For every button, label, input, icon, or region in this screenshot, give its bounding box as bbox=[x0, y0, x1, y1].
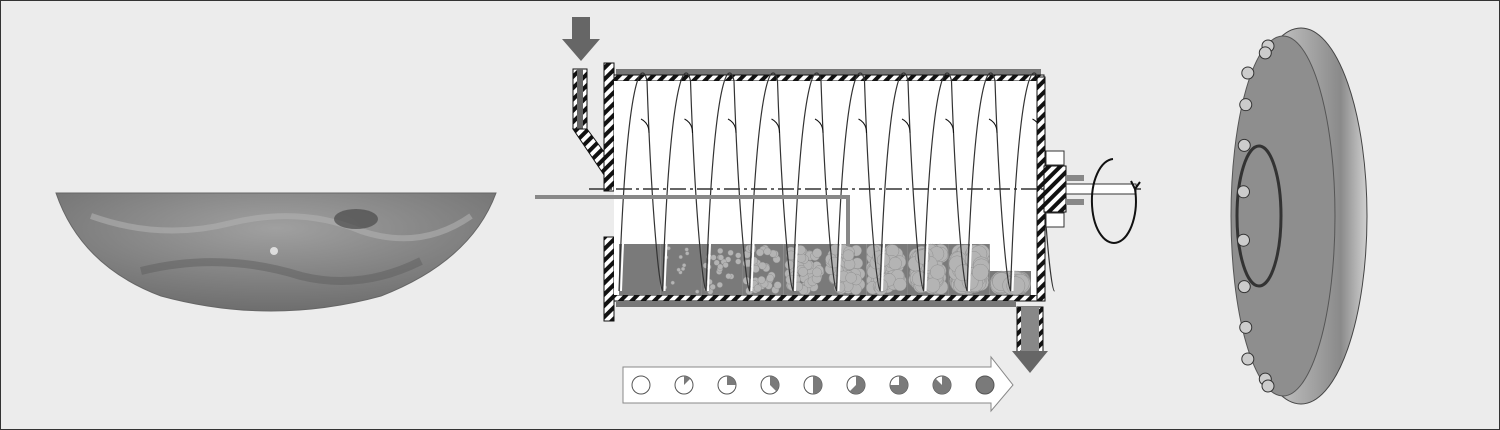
bolt-icon bbox=[1237, 138, 1251, 152]
bolt-icon bbox=[1239, 320, 1253, 334]
particle bbox=[763, 247, 772, 256]
particle bbox=[709, 283, 716, 290]
particle bbox=[680, 266, 686, 271]
particle bbox=[710, 254, 717, 261]
particle bbox=[735, 258, 742, 265]
particle bbox=[972, 263, 989, 281]
screw-flight bbox=[661, 72, 708, 292]
particle bbox=[842, 249, 855, 261]
simulated-particle-bed bbox=[55, 192, 497, 312]
screw-flight bbox=[922, 72, 969, 292]
flow-arrow-icon bbox=[771, 118, 780, 134]
particle bbox=[1006, 276, 1026, 296]
screw-flight bbox=[835, 72, 882, 292]
flow-arrow-icon bbox=[901, 118, 911, 134]
particle bbox=[757, 276, 766, 284]
particle bbox=[725, 273, 732, 280]
screw-flight bbox=[966, 72, 1012, 292]
screw-flight bbox=[705, 72, 751, 292]
particle bbox=[676, 267, 681, 272]
particle bbox=[888, 256, 902, 271]
conversion-pie-fill bbox=[684, 376, 691, 385]
conversion-pie-fill bbox=[849, 376, 865, 395]
flow-arrow-icon bbox=[988, 118, 998, 134]
particle bbox=[893, 277, 907, 292]
particle bbox=[812, 248, 823, 258]
screw-flight bbox=[748, 72, 795, 292]
flow-arrow-icon bbox=[814, 118, 824, 134]
discharge-arrow-icon bbox=[1012, 351, 1048, 373]
conversion-pie bbox=[631, 375, 651, 395]
drum-end-flange-photo bbox=[1230, 27, 1368, 405]
screw-flight bbox=[792, 72, 838, 292]
particle bbox=[735, 252, 742, 259]
screw-flight bbox=[618, 72, 664, 292]
particle bbox=[717, 263, 724, 270]
particle bbox=[750, 256, 758, 265]
particle bbox=[695, 289, 700, 294]
bolt-icon bbox=[1241, 66, 1255, 80]
feed-arrow-icon bbox=[562, 17, 600, 61]
particle bbox=[930, 264, 946, 280]
particle bbox=[845, 272, 857, 284]
bolt-icon bbox=[1236, 233, 1250, 247]
rotary-drum-schematic bbox=[535, 17, 1141, 413]
flow-arrow-icon bbox=[727, 118, 737, 134]
particle bbox=[682, 263, 687, 268]
particle bbox=[758, 261, 767, 270]
flow-arrow-icon bbox=[945, 118, 954, 134]
bolt-icon bbox=[1237, 280, 1251, 294]
particle bbox=[685, 251, 690, 256]
conversion-pie-fill bbox=[890, 376, 908, 394]
conversion-pie bbox=[975, 375, 995, 395]
bolt-icon bbox=[1261, 379, 1275, 393]
particle bbox=[727, 249, 734, 256]
particle bbox=[678, 254, 683, 260]
particle bbox=[670, 280, 675, 285]
bolt-icon bbox=[1236, 185, 1250, 199]
conversion-pie-fill bbox=[727, 376, 736, 385]
particle bbox=[756, 248, 764, 257]
bolt-icon bbox=[1239, 98, 1253, 112]
bed-section bbox=[619, 244, 661, 295]
conversion-pie-fill bbox=[770, 376, 779, 392]
conversion-pie-fill bbox=[932, 376, 951, 394]
marker-point bbox=[270, 247, 278, 255]
particle bbox=[766, 274, 775, 283]
flow-arrow-icon bbox=[858, 118, 867, 134]
particle bbox=[784, 260, 795, 270]
particle bbox=[717, 247, 724, 254]
rotation-arrow-icon bbox=[1090, 158, 1141, 244]
particle bbox=[684, 247, 689, 252]
screw-flight bbox=[879, 72, 925, 292]
particle bbox=[753, 284, 762, 293]
particle bbox=[925, 277, 941, 293]
particle bbox=[812, 267, 822, 278]
particle bbox=[717, 254, 724, 261]
particle bbox=[798, 266, 808, 277]
particle bbox=[713, 259, 720, 266]
bolt-icon bbox=[1258, 46, 1272, 60]
flow-arrow-icon bbox=[640, 118, 650, 134]
particle bbox=[722, 262, 729, 269]
particle bbox=[702, 262, 709, 269]
particle bbox=[716, 281, 723, 288]
flow-arrow-icon bbox=[684, 118, 693, 134]
particle bbox=[773, 281, 782, 290]
bolt-icon bbox=[1241, 352, 1255, 366]
conversion-pie-fill bbox=[813, 376, 822, 394]
